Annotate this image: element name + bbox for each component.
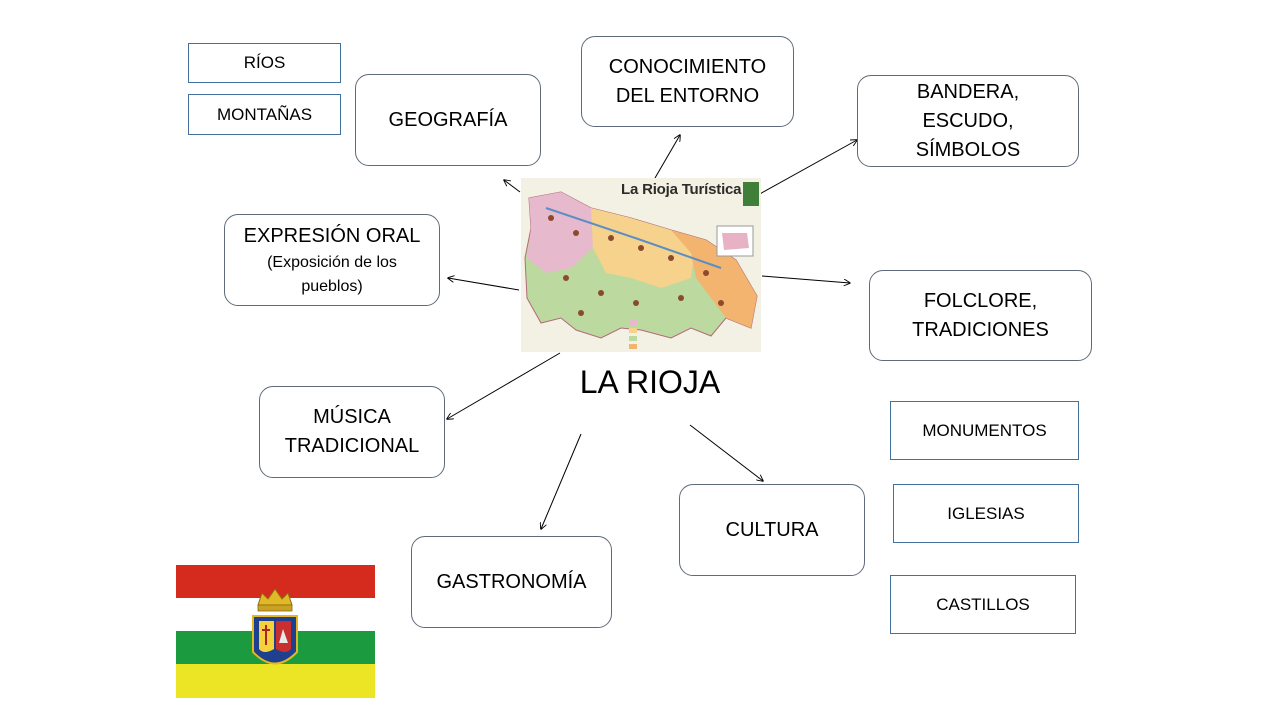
node-folclore-line-1: FOLCLORE,	[923, 289, 1038, 312]
arrow-to-conocimiento	[654, 135, 680, 179]
node-gastronomia: GASTRONOMÍA	[411, 536, 612, 628]
node-geografia: GEOGRAFÍA	[355, 74, 541, 166]
sub-item-montanas-label: MONTAÑAS	[216, 104, 313, 124]
sub-item-montanas: MONTAÑAS	[188, 94, 341, 135]
sub-item-rios: RÍOS	[188, 43, 341, 83]
node-geografia-label: GEOGRAFÍA	[388, 108, 508, 131]
sub-item-rios-label: RÍOS	[243, 53, 286, 72]
map-illustration	[521, 178, 761, 352]
arrow-to-expresion	[448, 278, 520, 291]
node-expresion-detail-2: pueblos)	[301, 277, 363, 295]
node-conocimiento: CONOCIMIENTO DEL ENTORNO	[581, 36, 794, 127]
arrow-to-folclore	[761, 275, 850, 283]
arrow-to-geografia	[504, 180, 521, 193]
node-folclore: FOLCLORE, TRADICIONES	[869, 270, 1092, 361]
arrow-to-gastronomia	[541, 433, 582, 529]
la-rioja-flag	[176, 565, 375, 698]
node-cultura-label: CULTURA	[725, 518, 819, 541]
sub-item-iglesias: IGLESIAS	[893, 484, 1079, 543]
node-musica: MÚSICA TRADICIONAL	[259, 386, 445, 478]
sub-item-monumentos-label: MONUMENTOS	[922, 420, 1047, 440]
node-bandera: BANDERA, ESCUDO, SÍMBOLOS	[857, 75, 1079, 167]
node-folclore-line-2: TRADICIONES	[912, 318, 1049, 341]
node-gastronomia-label: GASTRONOMÍA	[436, 570, 587, 593]
sub-item-monumentos: MONUMENTOS	[890, 401, 1079, 460]
node-expresion-title: EXPRESIÓN ORAL	[243, 224, 421, 247]
node-conocimiento-line-2: DEL ENTORNO	[615, 84, 760, 107]
central-title: LA RIOJA	[579, 364, 721, 400]
node-bandera-line-3: SÍMBOLOS	[915, 138, 1021, 161]
node-musica-line-1: MÚSICA	[313, 406, 391, 428]
arrow-to-musica	[447, 352, 561, 419]
node-musica-line-2: TRADICIONAL	[284, 435, 420, 457]
node-expresion-oral: EXPRESIÓN ORAL (Exposición de los pueblo…	[224, 214, 440, 306]
sub-item-castillos-label: CASTILLOS	[936, 594, 1030, 614]
map-title-label: La Rioja Turística	[621, 181, 742, 198]
tourist-map-image: La Rioja Turística	[521, 178, 761, 352]
flag-graphic	[176, 565, 375, 698]
sub-item-castillos: CASTILLOS	[890, 575, 1076, 634]
node-cultura: CULTURA	[679, 484, 865, 576]
sub-item-iglesias-label: IGLESIAS	[947, 503, 1025, 523]
flag-stripe-yellow	[176, 664, 375, 698]
node-bandera-line-1: BANDERA,	[916, 80, 1020, 103]
node-conocimiento-line-1: CONOCIMIENTO	[608, 55, 767, 78]
node-bandera-line-2: ESCUDO,	[922, 109, 1014, 132]
coat-of-arms-icon	[252, 588, 298, 665]
node-expresion-detail-1: (Exposición de los	[267, 253, 397, 271]
arrow-to-cultura	[689, 424, 763, 481]
